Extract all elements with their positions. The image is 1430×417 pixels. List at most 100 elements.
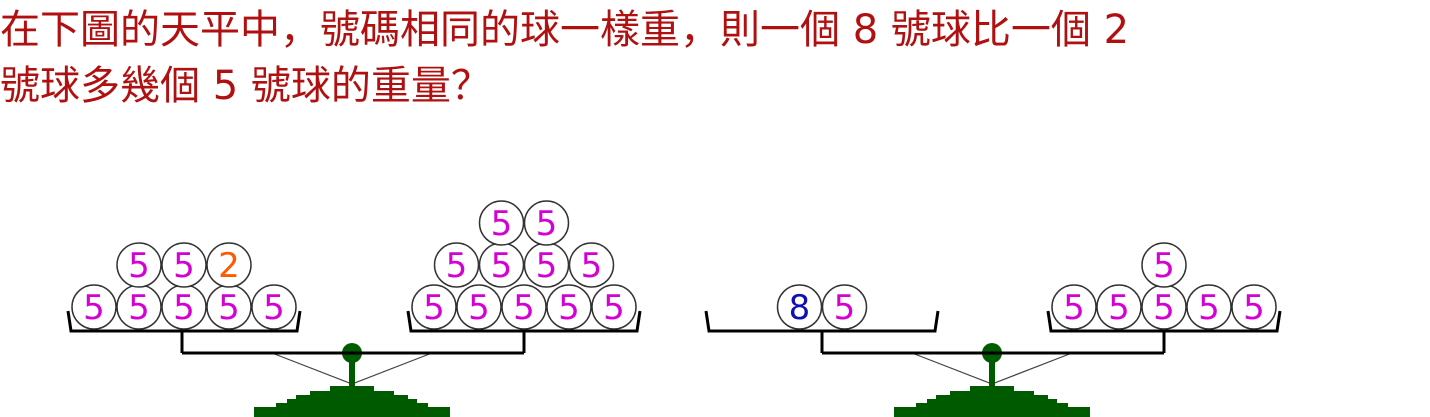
ball-number: 5 bbox=[446, 246, 468, 286]
ball-outline bbox=[71, 284, 117, 330]
ball-number: 5 bbox=[581, 246, 603, 286]
ball-outline bbox=[546, 284, 592, 330]
ball-number: 5 bbox=[513, 288, 535, 328]
ball-number: 5 bbox=[536, 204, 558, 244]
question-line-1: 在下圖的天平中，號碼相同的球一樣重，則一個 8 號球比一個 2 bbox=[0, 7, 1130, 53]
right-ball: 5 bbox=[523, 200, 570, 246]
ball-number: 5 bbox=[536, 246, 558, 286]
left-ball: 5 bbox=[71, 284, 117, 330]
ball-number: 5 bbox=[1108, 288, 1130, 328]
ball-number: 5 bbox=[603, 288, 625, 328]
right-ball: 5 bbox=[478, 242, 525, 288]
ball-outline bbox=[821, 284, 868, 330]
ball-number: 5 bbox=[218, 288, 240, 328]
right-ball: 5 bbox=[1231, 284, 1277, 330]
ball-number: 5 bbox=[1153, 246, 1175, 286]
left-ball: 5 bbox=[251, 284, 297, 330]
ball-number: 5 bbox=[468, 288, 490, 328]
ball-number: 5 bbox=[491, 246, 513, 286]
question-line-2: 號球多幾個 5 號球的重量？ bbox=[0, 63, 491, 109]
ball-number: 5 bbox=[1063, 288, 1085, 328]
stand-base-step bbox=[276, 403, 428, 408]
ball-number: 5 bbox=[491, 204, 513, 244]
ball-outline bbox=[1051, 284, 1097, 330]
left-ball: 8 bbox=[776, 284, 823, 330]
stand-base-step bbox=[287, 399, 417, 404]
ball-number: 5 bbox=[558, 288, 580, 328]
ball-number: 5 bbox=[1198, 288, 1220, 328]
ball-outline bbox=[116, 242, 162, 288]
stand-base-step bbox=[950, 391, 1034, 396]
right-ball: 5 bbox=[523, 242, 570, 288]
ball-outline bbox=[1186, 284, 1232, 330]
right-ball: 5 bbox=[591, 284, 637, 330]
stand-base-step bbox=[894, 407, 1090, 417]
ball-number: 5 bbox=[1153, 288, 1175, 328]
right-ball: 5 bbox=[1051, 284, 1097, 330]
stand-base-step bbox=[916, 403, 1068, 408]
ball-outline bbox=[161, 242, 207, 288]
right-ball: 5 bbox=[411, 284, 457, 330]
support-string bbox=[911, 352, 993, 385]
stand-post bbox=[989, 358, 995, 388]
ball-outline bbox=[206, 242, 252, 288]
ball-outline bbox=[523, 200, 570, 246]
ball-outline bbox=[411, 284, 457, 330]
ball-outline bbox=[501, 284, 547, 330]
ball-outline bbox=[568, 242, 615, 288]
ball-outline bbox=[591, 284, 637, 330]
support-string bbox=[991, 352, 1073, 385]
ball-number: 5 bbox=[834, 288, 856, 328]
stand-base-step bbox=[330, 386, 374, 392]
right-ball: 5 bbox=[456, 284, 502, 330]
ball-outline bbox=[433, 242, 480, 288]
stand-base-step bbox=[310, 391, 394, 396]
right-ball: 5 bbox=[433, 242, 480, 288]
ball-outline bbox=[456, 284, 502, 330]
right-ball: 5 bbox=[1186, 284, 1232, 330]
stand-base-step bbox=[970, 386, 1014, 392]
left-pan bbox=[704, 310, 940, 333]
right-ball: 5 bbox=[546, 284, 592, 330]
stand-base-step bbox=[296, 395, 408, 400]
left-ball: 5 bbox=[821, 284, 868, 330]
right-ball: 5 bbox=[1141, 242, 1187, 288]
right-ball: 5 bbox=[501, 284, 547, 330]
ball-outline bbox=[1231, 284, 1277, 330]
ball-number: 5 bbox=[423, 288, 445, 328]
ball-number: 5 bbox=[173, 288, 195, 328]
ball-number: 2 bbox=[218, 246, 240, 286]
stand-base-step bbox=[927, 399, 1057, 404]
ball-number: 5 bbox=[128, 288, 150, 328]
ball-outline bbox=[478, 200, 525, 246]
right-ball: 5 bbox=[568, 242, 615, 288]
ball-number: 5 bbox=[263, 288, 285, 328]
ball-outline bbox=[251, 284, 297, 330]
left-ball: 5 bbox=[116, 242, 162, 288]
right-ball: 5 bbox=[1096, 284, 1142, 330]
support-string bbox=[351, 352, 433, 385]
left-pan bbox=[66, 310, 302, 333]
stand-post bbox=[349, 358, 355, 388]
ball-number: 5 bbox=[83, 288, 105, 328]
ball-outline bbox=[1096, 284, 1142, 330]
left-ball: 5 bbox=[206, 284, 252, 330]
left-ball: 5 bbox=[116, 284, 162, 330]
right-ball: 5 bbox=[1141, 284, 1187, 330]
right-ball: 5 bbox=[478, 200, 525, 246]
support-string bbox=[271, 352, 353, 385]
ball-outline bbox=[776, 284, 823, 330]
left-ball: 5 bbox=[161, 242, 207, 288]
ball-number: 5 bbox=[173, 246, 195, 286]
ball-outline bbox=[1141, 242, 1187, 288]
left-ball: 2 bbox=[206, 242, 252, 288]
question-text: 在下圖的天平中，號碼相同的球一樣重，則一個 8 號球比一個 2 號球多幾個 5 … bbox=[0, 2, 1430, 114]
ball-number: 8 bbox=[789, 288, 811, 328]
stand-base-step bbox=[936, 395, 1048, 400]
ball-number: 5 bbox=[128, 246, 150, 286]
left-ball: 5 bbox=[161, 284, 207, 330]
stand-base-step bbox=[254, 407, 450, 417]
